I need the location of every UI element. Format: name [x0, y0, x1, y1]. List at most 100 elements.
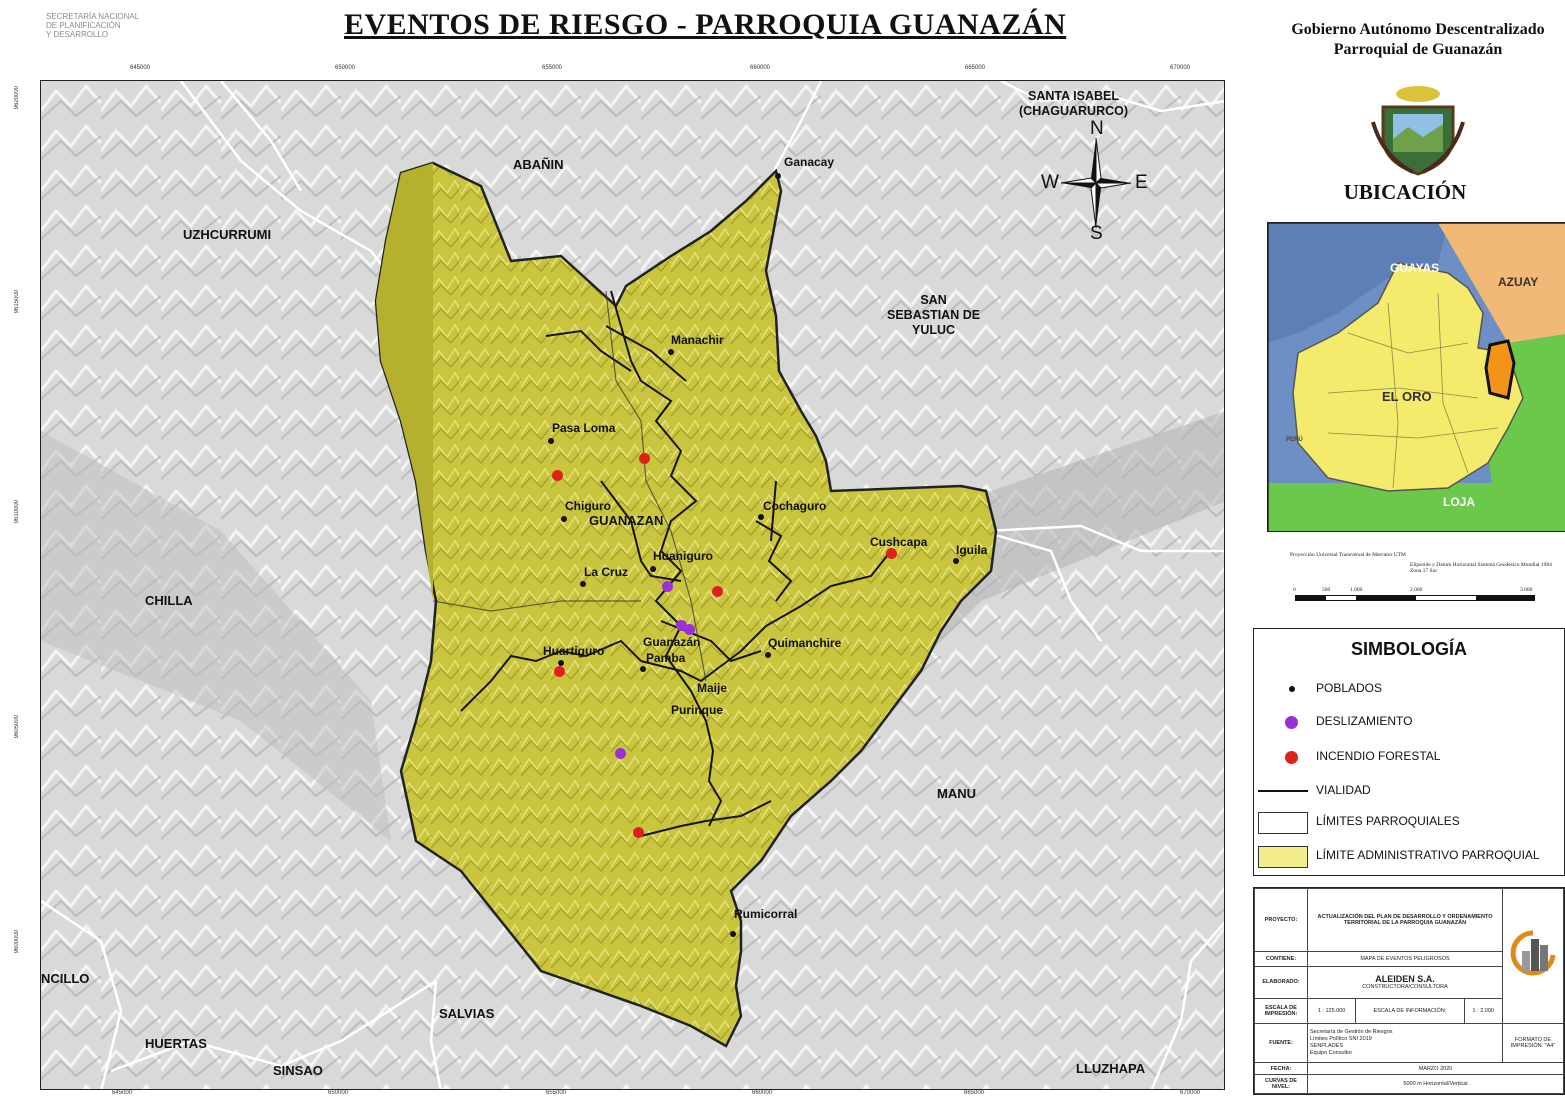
- town-label: Pamba: [646, 651, 686, 665]
- scale-tick: 500: [1322, 587, 1331, 593]
- x-tick-bottom: 670000: [1180, 1090, 1201, 1096]
- legend-panel: SIMBOLOGÍA POBLADOS DESLIZAMIENTO INCEND…: [1253, 628, 1565, 876]
- fuente-line: Secretaría de Gestión de Riesgos: [1310, 1028, 1393, 1035]
- shield-emblem-icon: [1371, 86, 1465, 176]
- north-arrow: N S E W: [1041, 118, 1151, 244]
- forest-fire-marker[interactable]: [639, 453, 650, 464]
- parish-boundaries: [41, 81, 1224, 1089]
- road-line-icon: [1258, 790, 1308, 792]
- forest-fire-marker[interactable]: [552, 470, 563, 481]
- neighbor-label: SAN SEBASTIAN DE YULUC: [887, 293, 981, 337]
- town-label: Ganacay: [784, 155, 835, 169]
- escala-info-value: 1 : 2.000: [1463, 998, 1504, 1024]
- town-label: Chiguro: [565, 499, 611, 513]
- datum-note: Elipsoide y Datum Horizontal Sistema Geo…: [1410, 562, 1552, 574]
- landslide-marker[interactable]: [684, 624, 695, 635]
- contiene-value: MAPA DE EVENTOS PELIGROSOS: [1307, 950, 1503, 967]
- neighbor-label: NCILLO: [41, 971, 90, 986]
- landslide-dot-icon: [1285, 716, 1298, 729]
- town-label: Guanazán: [643, 635, 701, 649]
- inset-label-el-oro: EL ORO: [1382, 389, 1432, 404]
- neighbor-label: HUERTAS: [145, 1036, 207, 1051]
- town-label: Purinque: [671, 703, 724, 717]
- town-label: Pasa Loma: [552, 421, 616, 435]
- landslide-marker[interactable]: [676, 620, 687, 631]
- main-map[interactable]: SANTA ISABEL (CHAGUARURCO) ABAÑIN UZHCUR…: [40, 80, 1225, 1090]
- scale-tick: 3.000: [1520, 587, 1533, 593]
- curvas-label: CURVAS DE NIVEL:: [1254, 1074, 1308, 1094]
- title-block: PROYECTO: ACTUALIZACIÓN DEL PLAN DE DESA…: [1253, 887, 1565, 1095]
- elaborado-label: ELABORADO:: [1254, 965, 1308, 999]
- town-dot: [650, 566, 656, 572]
- internal-boundaries: [432, 290, 707, 682]
- contiene-label: CONTIENE:: [1254, 950, 1308, 967]
- town-dot: [668, 349, 674, 355]
- x-tick: 650000: [335, 65, 356, 71]
- neighbor-label: SALVIAS: [439, 1006, 495, 1021]
- inset-label-guayas: GUAYAS: [1390, 261, 1440, 275]
- y-tick: 9605000: [14, 715, 20, 739]
- x-tick: 660000: [750, 65, 771, 71]
- elaborado-value: ALEIDEN S.A.: [1375, 974, 1435, 985]
- town-dot: [580, 581, 586, 587]
- legend-item-limites: LÍMITES PARROQUIALES: [1254, 812, 1564, 834]
- location-inset-map[interactable]: GUAYAS AZUAY EL ORO LOJA PERÚ: [1267, 222, 1565, 532]
- escala-info-label: ESCALA DE INFORMACIÓN:: [1355, 998, 1465, 1024]
- x-tick-bottom: 650000: [328, 1090, 349, 1096]
- town-dot: [561, 516, 567, 522]
- scale-bar: [1295, 595, 1535, 601]
- gov-title: Gobierno Autónomo Descentralizado Parroq…: [1291, 21, 1545, 58]
- legend-title: SIMBOLOGÍA: [1351, 639, 1467, 659]
- curvas-value: 5000 m Horizontal/Vertical: [1307, 1074, 1564, 1094]
- town-label: Cushcapa: [870, 535, 928, 549]
- building-logo-icon: [1510, 930, 1556, 976]
- fuente-line: SENPLADES: [1310, 1042, 1344, 1049]
- forest-fire-marker[interactable]: [712, 586, 723, 597]
- company-logo: [1502, 888, 1564, 1024]
- legend-label: DESLIZAMIENTO: [1316, 714, 1413, 728]
- road-network: [460, 290, 892, 837]
- town-label: Manachir: [671, 333, 724, 347]
- senplades-logo-text: SECRETARÍA NACIONAL DE PLANIFICACIÓN Y D…: [46, 12, 196, 39]
- x-tick: 665000: [965, 65, 986, 71]
- fuente-label: FUENTE:: [1254, 1023, 1308, 1063]
- y-tick: 9610000: [14, 500, 20, 524]
- legend-label: VIALIDAD: [1316, 783, 1371, 797]
- escala-impresion-value: 1 : 125.000: [1306, 998, 1357, 1024]
- admin-swatch-icon: [1258, 846, 1308, 868]
- compass-rose-icon: [1060, 137, 1132, 229]
- forest-fire-marker[interactable]: [633, 827, 644, 838]
- proyecto-value: ACTUALIZACIÓN DEL PLAN DE DESARROLLO Y O…: [1307, 888, 1503, 952]
- forest-fire-marker[interactable]: [886, 548, 897, 559]
- title-block-table: PROYECTO: ACTUALIZACIÓN DEL PLAN DE DESA…: [1254, 888, 1564, 1094]
- x-tick: 655000: [542, 65, 563, 71]
- elaborado-sub: CONSTRUCTORA/CONSULTORA: [1362, 984, 1448, 991]
- logo-line: Y DESARROLLO: [46, 30, 109, 39]
- town-dot: [953, 558, 959, 564]
- scale-tick: 1.000: [1350, 587, 1363, 593]
- compass-w: W: [1041, 172, 1059, 193]
- landslide-marker[interactable]: [615, 748, 626, 759]
- town-dot: [548, 438, 554, 444]
- map-title: EVENTOS DE RIESGO - PARROQUIA GUANAZÁN: [344, 8, 1067, 41]
- inset-canvas: [1268, 223, 1565, 531]
- fecha-label: FECHA:: [1254, 1061, 1308, 1076]
- flat-strip: [376, 163, 433, 601]
- map-canvas: [41, 81, 1224, 1089]
- legend-item-vialidad: VIALIDAD: [1254, 781, 1564, 803]
- projection-note: Proyección Universal Transversal de Merc…: [1290, 552, 1406, 558]
- forest-fire-marker[interactable]: [554, 666, 565, 677]
- neighbor-label: MANU: [937, 786, 976, 801]
- formato-label: FORMATO DE IMPRESIÓN: "A4": [1502, 1023, 1564, 1063]
- town-dot: [775, 173, 781, 179]
- town-dot: [758, 514, 764, 520]
- landslide-marker[interactable]: [662, 581, 673, 592]
- town-label: Huaniguro: [653, 549, 713, 563]
- valley-shade: [41, 431, 391, 841]
- town-label: Rumicorral: [734, 907, 798, 921]
- parish-label: GUANAZAN: [589, 513, 664, 528]
- town-label: Iguila: [956, 543, 988, 557]
- neighbor-label: SANTA ISABEL (CHAGUARURCO): [1019, 89, 1129, 118]
- y-tick: 9620000: [14, 86, 20, 110]
- guanazan-parish-polygon: [374, 161, 998, 1048]
